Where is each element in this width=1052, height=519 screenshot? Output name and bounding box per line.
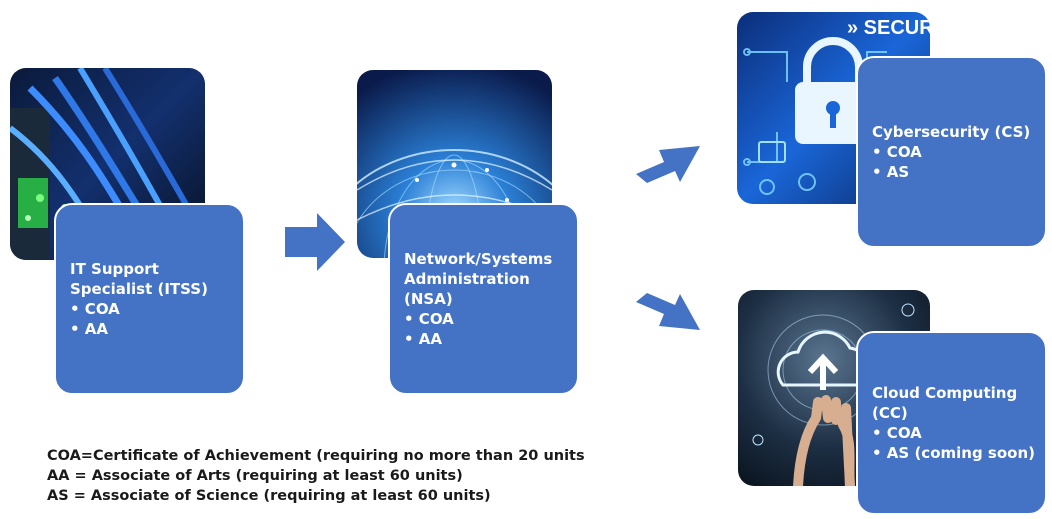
card-title-line: Administration bbox=[404, 270, 530, 288]
card-title-line: (CC) bbox=[872, 404, 908, 422]
pathway-card-nsa: Network/Systems Administration (NSA) • C… bbox=[388, 203, 579, 395]
arrow-down-right-icon bbox=[636, 293, 700, 330]
card-title-line: IT Support bbox=[70, 260, 159, 278]
card-item: • COA bbox=[70, 300, 120, 318]
pathway-card-cs: Cybersecurity (CS) • COA • AS bbox=[856, 56, 1047, 248]
legend-line: AS = Associate of Science (requiring at … bbox=[47, 488, 491, 504]
card-title-line: Cybersecurity (CS) bbox=[872, 123, 1031, 141]
card-title-line: Network/Systems bbox=[404, 250, 553, 268]
card-title-line: Specialist (ITSS) bbox=[70, 280, 208, 298]
pathway-card-itss: IT Support Specialist (ITSS) • COA • AA bbox=[54, 203, 245, 395]
abbreviation-legend: COA=Certificate of Achievement (requirin… bbox=[47, 446, 585, 506]
legend-line: AA = Associate of Arts (requiring at lea… bbox=[47, 468, 463, 484]
card-item: • COA bbox=[872, 143, 922, 161]
card-item: • COA bbox=[872, 424, 922, 442]
pathway-card-cc: Cloud Computing (CC) • COA • AS (coming … bbox=[856, 331, 1047, 515]
arrow-up-right-icon bbox=[636, 146, 700, 183]
card-item: • AS (coming soon) bbox=[872, 444, 1035, 462]
card-title-line: (NSA) bbox=[404, 290, 453, 308]
card-item: • AA bbox=[404, 330, 443, 348]
card-title-line: Cloud Computing bbox=[872, 384, 1018, 402]
security-image-text: » SECURITY bbox=[847, 17, 930, 39]
card-item: • AA bbox=[70, 320, 109, 338]
legend-line: COA=Certificate of Achievement (requirin… bbox=[47, 448, 585, 464]
card-item: • COA bbox=[404, 310, 454, 328]
card-item: • AS bbox=[872, 163, 910, 181]
arrow-right-icon bbox=[285, 213, 345, 271]
